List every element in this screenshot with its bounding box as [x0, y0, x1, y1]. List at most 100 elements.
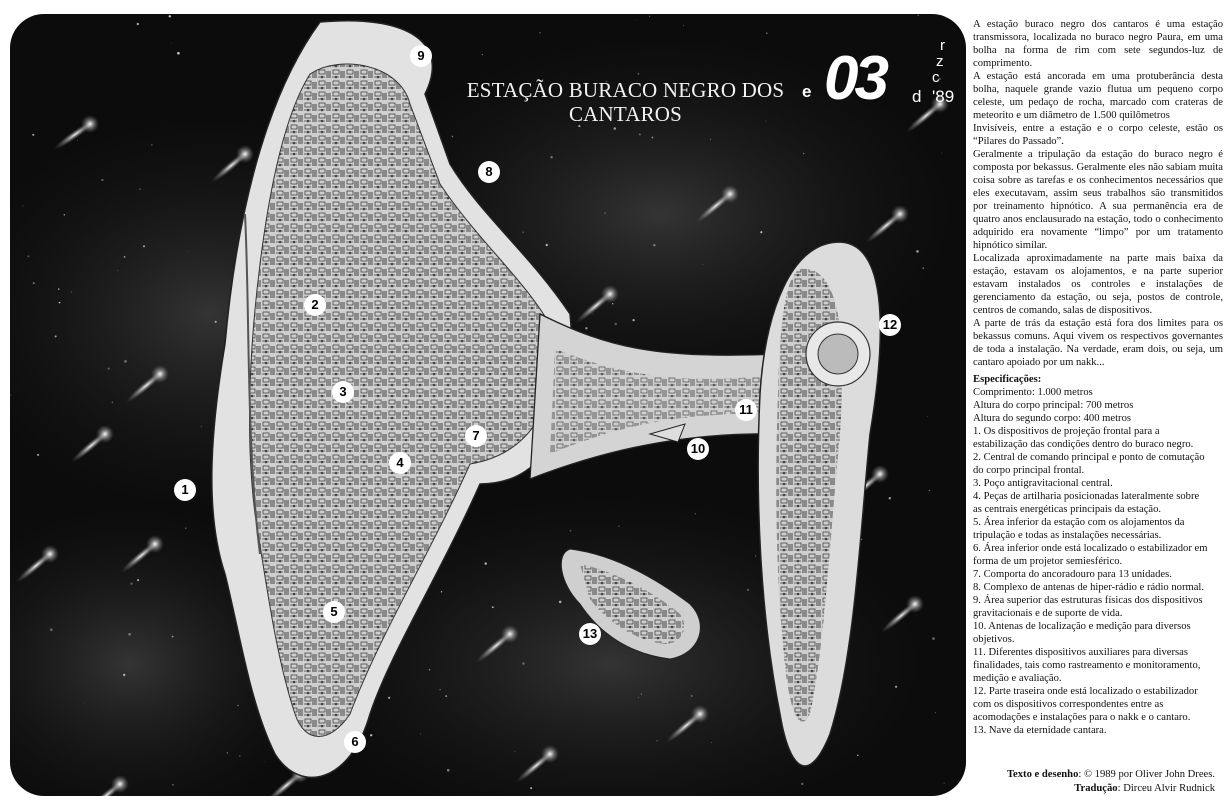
spec-line: forma de um projetor semiesférico. [973, 556, 1123, 567]
star [618, 525, 620, 527]
star [585, 327, 588, 330]
marker-6: 6 [344, 731, 366, 753]
spec-line: finalidades, tais como rastreamento e mo… [973, 660, 1201, 671]
star [239, 755, 241, 757]
star [445, 695, 448, 698]
star [142, 245, 146, 248]
credit-translation-value: : Dirceu Alvir Rudnick [1117, 782, 1215, 794]
article-paragraph: A parte de trás da estação está fora dos… [973, 318, 1223, 368]
spec-line: medição e avaliação. [973, 673, 1062, 684]
credit-text-label: Texto e desenho [1006, 769, 1079, 780]
article-paragraphs: A estação buraco negro dos cantaros é um… [973, 18, 1223, 369]
spec-line: 13. Nave da eternidade cantara. [973, 725, 1107, 736]
star [111, 401, 114, 403]
star [32, 282, 35, 285]
comet [906, 95, 949, 133]
star [27, 255, 30, 258]
marker-11: 11 [735, 399, 757, 421]
article-text: A estação buraco negro dos cantaros é um… [973, 18, 1223, 737]
magazine-logo: e 03 r z c d '89 [790, 32, 966, 132]
spec-line: Altura do segundo corpo: 400 metros [973, 413, 1131, 424]
star [569, 529, 572, 532]
spec-line: 4. Peças de artilharia posicionadas late… [973, 491, 1200, 502]
spec-line: 11. Diferentes dispositivos auxiliares p… [973, 647, 1188, 658]
article-paragraph: A estação está ancorada em uma protuberâ… [973, 71, 1223, 121]
star [857, 754, 859, 757]
star [484, 562, 487, 565]
star [926, 415, 928, 417]
comet [53, 115, 99, 150]
star [710, 138, 712, 140]
star [691, 695, 693, 697]
star [943, 782, 945, 784]
comet [126, 365, 169, 403]
star [168, 15, 172, 18]
star [151, 144, 153, 146]
spec-line: 2. Central de comando principal e ponto … [973, 452, 1205, 463]
antenna-small-ship [648, 423, 686, 443]
star [632, 318, 635, 322]
comet [696, 185, 739, 223]
credit-text: Texto e desenho: © 1989 por Oliver John … [1007, 768, 1215, 782]
article-paragraph: Invisíveis, entre a estação e o corpo ce… [973, 123, 1223, 147]
credit-translation: Tradução: Dirceu Alvir Rudnick [1007, 782, 1215, 796]
star [117, 270, 119, 272]
star [656, 740, 658, 742]
spec-line: com os dispositivos correspondentes entr… [973, 699, 1164, 710]
star [226, 752, 229, 754]
star [592, 314, 594, 315]
star [58, 301, 61, 304]
comet [86, 775, 129, 796]
comet [516, 745, 559, 783]
spec-line: objetivos. [973, 634, 1015, 645]
star [760, 231, 763, 234]
marker-3: 3 [332, 381, 354, 403]
logo-year: '89 [932, 87, 955, 106]
star [653, 244, 656, 247]
star [264, 761, 266, 763]
comet [211, 145, 254, 183]
star [130, 582, 133, 585]
star [637, 73, 640, 75]
comet [666, 705, 709, 743]
star [938, 77, 941, 81]
comet [121, 535, 164, 573]
star [420, 733, 422, 735]
rear-section [757, 241, 882, 767]
star [101, 178, 104, 182]
article-paragraph: Geralmente a tripulação da estação do bu… [973, 149, 1223, 251]
comet [71, 425, 114, 463]
star [894, 685, 898, 688]
star [601, 91, 603, 93]
star [37, 453, 40, 456]
star [12, 778, 15, 781]
star [10, 394, 11, 396]
star [613, 127, 617, 130]
star [370, 734, 373, 737]
star [941, 152, 943, 154]
star [711, 742, 712, 743]
star [177, 51, 180, 55]
star [123, 256, 126, 258]
star [578, 125, 581, 128]
star [765, 32, 768, 35]
logo-mark: 03 [824, 44, 889, 113]
marker-7: 7 [465, 425, 487, 447]
marker-13: 13 [579, 623, 601, 645]
star [694, 513, 696, 515]
marker-5: 5 [323, 601, 345, 623]
star [107, 367, 110, 370]
star [481, 54, 483, 56]
space-background [10, 14, 960, 796]
star [922, 267, 924, 269]
star [136, 22, 139, 26]
star [124, 360, 127, 363]
star [928, 489, 930, 492]
star [638, 133, 641, 136]
comet [576, 285, 619, 323]
star [388, 696, 391, 699]
star [32, 133, 35, 136]
star [916, 250, 919, 253]
star [605, 80, 608, 83]
star [54, 335, 57, 338]
